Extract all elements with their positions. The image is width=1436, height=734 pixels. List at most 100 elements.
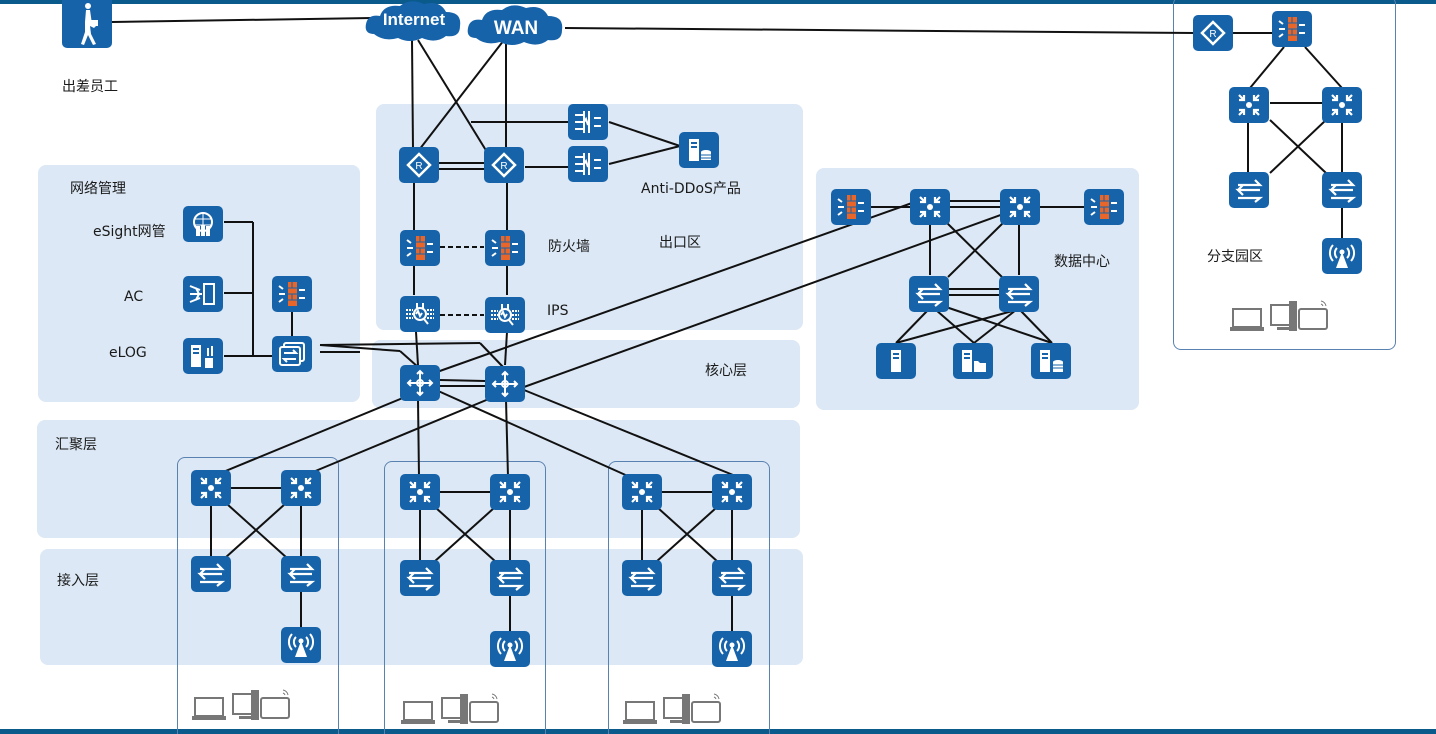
- egress-router-1[interactable]: R: [399, 147, 439, 183]
- ips-label: IPS: [547, 303, 569, 319]
- database-server-icon: [1040, 350, 1063, 372]
- aggregation-switch-icon: [409, 481, 431, 503]
- aggregation-switch-2-b[interactable]: [490, 474, 530, 510]
- access-switch-icon: [197, 563, 226, 587]
- firewall-icon: [1090, 195, 1117, 219]
- aggregation-switch-icon: [1238, 94, 1260, 116]
- wireless-ap-icon: [497, 637, 523, 661]
- anti-ddos-icon: [575, 111, 601, 133]
- datacenter-server[interactable]: [876, 343, 916, 379]
- internet-label: Internet: [383, 10, 446, 29]
- ips-icon: [406, 303, 434, 325]
- access-switch-3-b[interactable]: [712, 560, 752, 596]
- access-switch-icon: [496, 567, 525, 591]
- anti-ddos-icon: [575, 153, 601, 175]
- aggregation-switch-1-b[interactable]: [281, 470, 321, 506]
- anti-ddos-label: Anti-DDoS产品: [641, 181, 741, 197]
- terminals-3: [622, 692, 722, 726]
- access-switch-3-a[interactable]: [622, 560, 662, 596]
- branch-access-switch-1[interactable]: [1229, 172, 1269, 208]
- access-switch-icon: [1235, 179, 1264, 203]
- egress-firewall-1[interactable]: [400, 230, 440, 266]
- branch-router[interactable]: R: [1193, 15, 1233, 51]
- firewall-icon: [278, 282, 305, 306]
- server-icon: [891, 350, 901, 372]
- branch-aggregation-switch-1[interactable]: [1229, 87, 1269, 123]
- egress-firewall-2[interactable]: [485, 230, 525, 266]
- branch-access-switch-2[interactable]: [1322, 172, 1362, 208]
- wireless-ap-2[interactable]: [490, 631, 530, 667]
- ips-icon: [491, 304, 519, 326]
- wireless-ap-1[interactable]: [281, 627, 321, 663]
- router-icon: R: [1200, 20, 1226, 46]
- datacenter-core-switch-2[interactable]: [1000, 189, 1040, 225]
- ac-label: AC: [124, 289, 144, 305]
- esight-server[interactable]: [183, 206, 223, 242]
- access-controller[interactable]: [183, 276, 223, 312]
- core-switch-1[interactable]: [400, 365, 440, 401]
- access-switch-2-b[interactable]: [490, 560, 530, 596]
- svg-text:R: R: [1209, 29, 1216, 40]
- aggregation-switch-2-a[interactable]: [400, 474, 440, 510]
- router-icon: R: [406, 152, 432, 178]
- access-switch-1-b[interactable]: [281, 556, 321, 592]
- elog-server[interactable]: [183, 338, 223, 374]
- branch-wireless-ap[interactable]: [1322, 238, 1362, 274]
- access-switch-1-a[interactable]: [191, 556, 231, 592]
- ips-device-2[interactable]: [485, 297, 525, 333]
- aggregation-switch-1-a[interactable]: [191, 470, 231, 506]
- access-switch-icon: [718, 567, 747, 591]
- access-switch-2-a[interactable]: [400, 560, 440, 596]
- anti-ddos-device-2[interactable]: [568, 146, 608, 182]
- firewall-icon: [1278, 17, 1305, 41]
- egress-router-2[interactable]: R: [484, 147, 524, 183]
- esight-label: eSight网管: [93, 224, 166, 240]
- access-group-2: [384, 461, 546, 734]
- ips-device-1[interactable]: [400, 296, 440, 332]
- core-switch-2[interactable]: [485, 366, 525, 402]
- branch-aggregation-switch-2[interactable]: [1322, 87, 1362, 123]
- datacenter-firewall-2[interactable]: [1084, 189, 1124, 225]
- core-zone-label: 核心层: [705, 363, 747, 379]
- firewall-icon: [837, 195, 864, 219]
- wan-cloud: WAN: [467, 5, 563, 46]
- access-switch-icon: [1005, 283, 1034, 307]
- terminals-1: [191, 688, 291, 722]
- svg-text:R: R: [500, 161, 507, 172]
- aggregation-switch-3-b[interactable]: [712, 474, 752, 510]
- wireless-ap-3[interactable]: [712, 631, 752, 667]
- wireless-ap-icon: [1329, 244, 1355, 268]
- datacenter-firewall-1[interactable]: [831, 189, 871, 225]
- datacenter-database-server[interactable]: [1031, 343, 1071, 379]
- aggregation-switch-icon: [721, 481, 743, 503]
- internet-cloud: Internet: [365, 1, 461, 42]
- anti-ddos-device-1[interactable]: [568, 104, 608, 140]
- datacenter-access-switch-1[interactable]: [909, 276, 949, 312]
- laptop-desktop-tablet-icon: [1230, 300, 1328, 331]
- anti-ddos-server[interactable]: [679, 132, 719, 168]
- firewall-icon: [491, 236, 518, 260]
- aggregation-switch-3-a[interactable]: [622, 474, 662, 510]
- aggregation-switch-icon: [290, 477, 312, 499]
- management-switch-stack[interactable]: [272, 336, 312, 372]
- management-firewall[interactable]: [272, 276, 312, 312]
- branch-firewall[interactable]: [1272, 11, 1312, 47]
- datacenter-file-server[interactable]: [953, 343, 993, 379]
- datacenter-access-switch-2[interactable]: [999, 276, 1039, 312]
- file-server-icon: [962, 350, 986, 372]
- bottom-bar: [0, 729, 1436, 734]
- wireless-ap-icon: [288, 633, 314, 657]
- terminals-2: [400, 692, 500, 726]
- laptop-desktop-tablet-icon: [623, 693, 721, 724]
- top-bar: [0, 0, 1436, 4]
- laptop-desktop-tablet-icon: [401, 693, 499, 724]
- router-icon: R: [491, 152, 517, 178]
- branch-campus-box: [1173, 0, 1396, 350]
- datacenter-zone-label: 数据中心: [1054, 254, 1110, 270]
- walking-person-icon: [81, 3, 98, 45]
- egress-zone: [376, 104, 803, 330]
- aggregation-switch-icon: [631, 481, 653, 503]
- datacenter-core-switch-1[interactable]: [910, 189, 950, 225]
- remote-user-device[interactable]: [62, 0, 112, 48]
